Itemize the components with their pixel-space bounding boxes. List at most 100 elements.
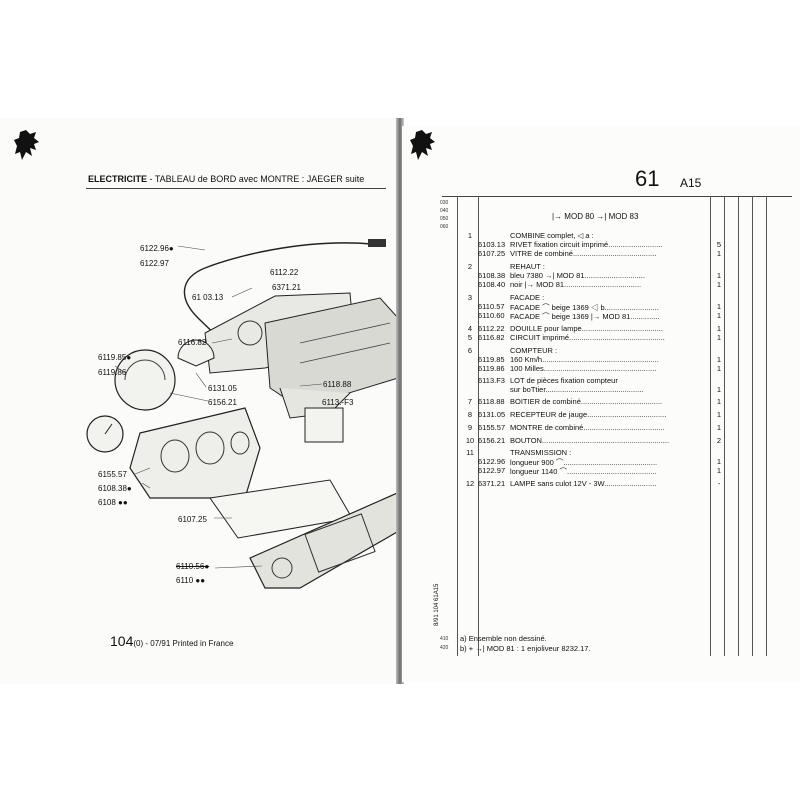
- margin-number: 030: [440, 200, 449, 206]
- callout-6122-96: 6122.96●: [140, 244, 174, 253]
- part-description: FACADE ⌒ beige 1369 |→ MOD 81...........…: [510, 312, 660, 321]
- part-description: BOUTON..................................…: [510, 436, 670, 445]
- part-code: 6103.13: [478, 240, 506, 249]
- part-description: noir |→ MOD 81..........................…: [510, 280, 642, 289]
- part-code: 6108.40: [478, 280, 506, 289]
- title-bold: ELECTRICITE: [88, 174, 148, 184]
- column-rule-1: [457, 196, 458, 656]
- right-page: 61 A15 030 040 050 060 |→ MOD 80 →| MOD …: [402, 126, 800, 682]
- peugeot-lion-logo-right: [410, 130, 435, 160]
- column-rule-7: [766, 196, 767, 656]
- part-code: 6107.25: [478, 249, 506, 258]
- part-description: RIVET fixation circuit imprimé..........…: [510, 240, 663, 249]
- margin-number: 060: [440, 224, 449, 230]
- part-code: 6131.05: [478, 410, 506, 419]
- part-group-number: 10: [465, 436, 475, 445]
- callout-6131-05: 6131.05: [208, 384, 237, 393]
- part-code: 6108.38: [478, 271, 506, 280]
- side-reference: 8/91 104 61A15: [434, 583, 440, 626]
- part-description: MONTRE de combiné.......................…: [510, 423, 665, 432]
- part-code: 6113.F3: [478, 376, 505, 385]
- part-quantity: 1: [716, 364, 722, 373]
- fixing-kit-bag: [304, 407, 344, 443]
- part-description: sur boTtier.............................…: [510, 385, 644, 394]
- part-description: COMBINE complet, ◁ a :: [510, 231, 594, 240]
- open-catalogue-book: ELECTRICITE - TABLEAU de BORD avec MONTR…: [0, 118, 800, 684]
- margin-number: 420: [440, 645, 449, 651]
- part-quantity: 1: [716, 423, 722, 432]
- column-rule-2: [478, 196, 479, 656]
- bezel-rehaut: [129, 407, 261, 499]
- part-quantity: 1: [716, 397, 722, 406]
- mod-header: |→ MOD 80 →| MOD 83: [552, 212, 639, 221]
- speedometer: [114, 349, 176, 411]
- part-quantity: 2: [716, 436, 722, 445]
- callout-6107-25: 6107.25: [178, 515, 207, 524]
- callout-6108: 6108 ●●: [98, 498, 128, 507]
- part-code: 6110.60: [478, 311, 505, 320]
- callout-6122-97: 6122.97: [140, 259, 169, 268]
- part-group-number: 3: [467, 293, 473, 302]
- note-a: a) Ensemble non dessiné.: [460, 634, 547, 643]
- footer-page-number: 104: [110, 633, 134, 649]
- part-description: REHAUT :: [510, 262, 545, 271]
- part-code: 6156.21: [478, 436, 506, 445]
- callout-6116-82: 6116.82: [178, 338, 207, 347]
- page-footer: 104(0) - 07/91 Printed in France: [110, 633, 233, 649]
- part-group-number: 8: [467, 410, 473, 419]
- facade: [249, 492, 398, 589]
- peugeot-lion-logo-left: [14, 130, 39, 160]
- part-code: 6371.21: [478, 479, 506, 488]
- part-group-number: 5: [467, 333, 473, 342]
- part-quantity: 1: [716, 302, 722, 311]
- header-rule: [442, 196, 792, 197]
- section-code: A15: [680, 176, 702, 190]
- callout-6113-f3: 6113.-F3: [322, 398, 354, 407]
- part-quantity: 1: [716, 280, 722, 289]
- part-quantity: 1: [716, 333, 722, 342]
- callout-6119-86: 6119.86: [98, 368, 127, 377]
- part-quantity: 1: [716, 385, 722, 394]
- left-page: ELECTRICITE - TABLEAU de BORD avec MONTR…: [0, 118, 398, 684]
- callout-6118-88: 6118.88: [323, 380, 352, 389]
- part-quantity: 1: [716, 457, 722, 466]
- part-group-number: 9: [467, 423, 473, 432]
- page-title: ELECTRICITE - TABLEAU de BORD avec MONTR…: [88, 174, 364, 184]
- part-group-number: 11: [466, 448, 474, 457]
- part-description: CIRCUIT imprimé.........................…: [510, 333, 665, 342]
- part-group-number: 4: [467, 324, 473, 333]
- exploded-dashboard-diagram: [86, 239, 398, 589]
- column-rule-4: [724, 196, 725, 656]
- part-group-number: 2: [467, 262, 473, 271]
- part-code: 6122.96: [478, 457, 506, 466]
- margin-number: 040: [440, 208, 449, 214]
- callout-6103-13: 61 03.13: [192, 293, 224, 302]
- part-description: VITRE de combiné........................…: [510, 249, 657, 258]
- part-quantity: 1: [716, 355, 722, 364]
- part-description: LAMPE sans culot 12V - 3W...............…: [510, 479, 657, 488]
- part-code: 6119.86: [478, 364, 505, 373]
- part-quantity: 1: [716, 324, 722, 333]
- part-code: 6119.85: [478, 355, 505, 364]
- margin-number: 050: [440, 216, 449, 222]
- margin-number: 410: [440, 636, 449, 642]
- column-rule-5: [738, 196, 739, 656]
- callout-6119-85: 6119.85●: [98, 353, 132, 362]
- callout-6371-21: 6371.21: [272, 283, 301, 292]
- part-code: 6116.82: [478, 333, 505, 342]
- page-number: 61: [635, 166, 660, 191]
- callout-6108-38: 6108.38●: [98, 484, 132, 493]
- part-description: LOT de pièces fixation compteur: [510, 376, 618, 385]
- combined-housing: [264, 297, 398, 409]
- part-description: longueur 1140 ⌒.........................…: [510, 467, 657, 476]
- part-description: bleu 7380 →| MOD 81.....................…: [510, 271, 645, 280]
- cable-end: [368, 239, 386, 247]
- part-description: DOUILLE pour lampe......................…: [510, 324, 663, 333]
- part-code: 6112.22: [478, 324, 505, 333]
- part-code: 6155.57: [478, 423, 506, 432]
- callout-6156-21: 6156.21: [208, 398, 237, 407]
- part-description: FACADE ⌒ beige 1369 ◁ b.................…: [510, 303, 659, 312]
- part-description: RECEPTEUR de jauge......................…: [510, 410, 667, 419]
- part-description: longueur 900 ⌒..........................…: [510, 458, 658, 467]
- part-quantity: 1: [716, 311, 722, 320]
